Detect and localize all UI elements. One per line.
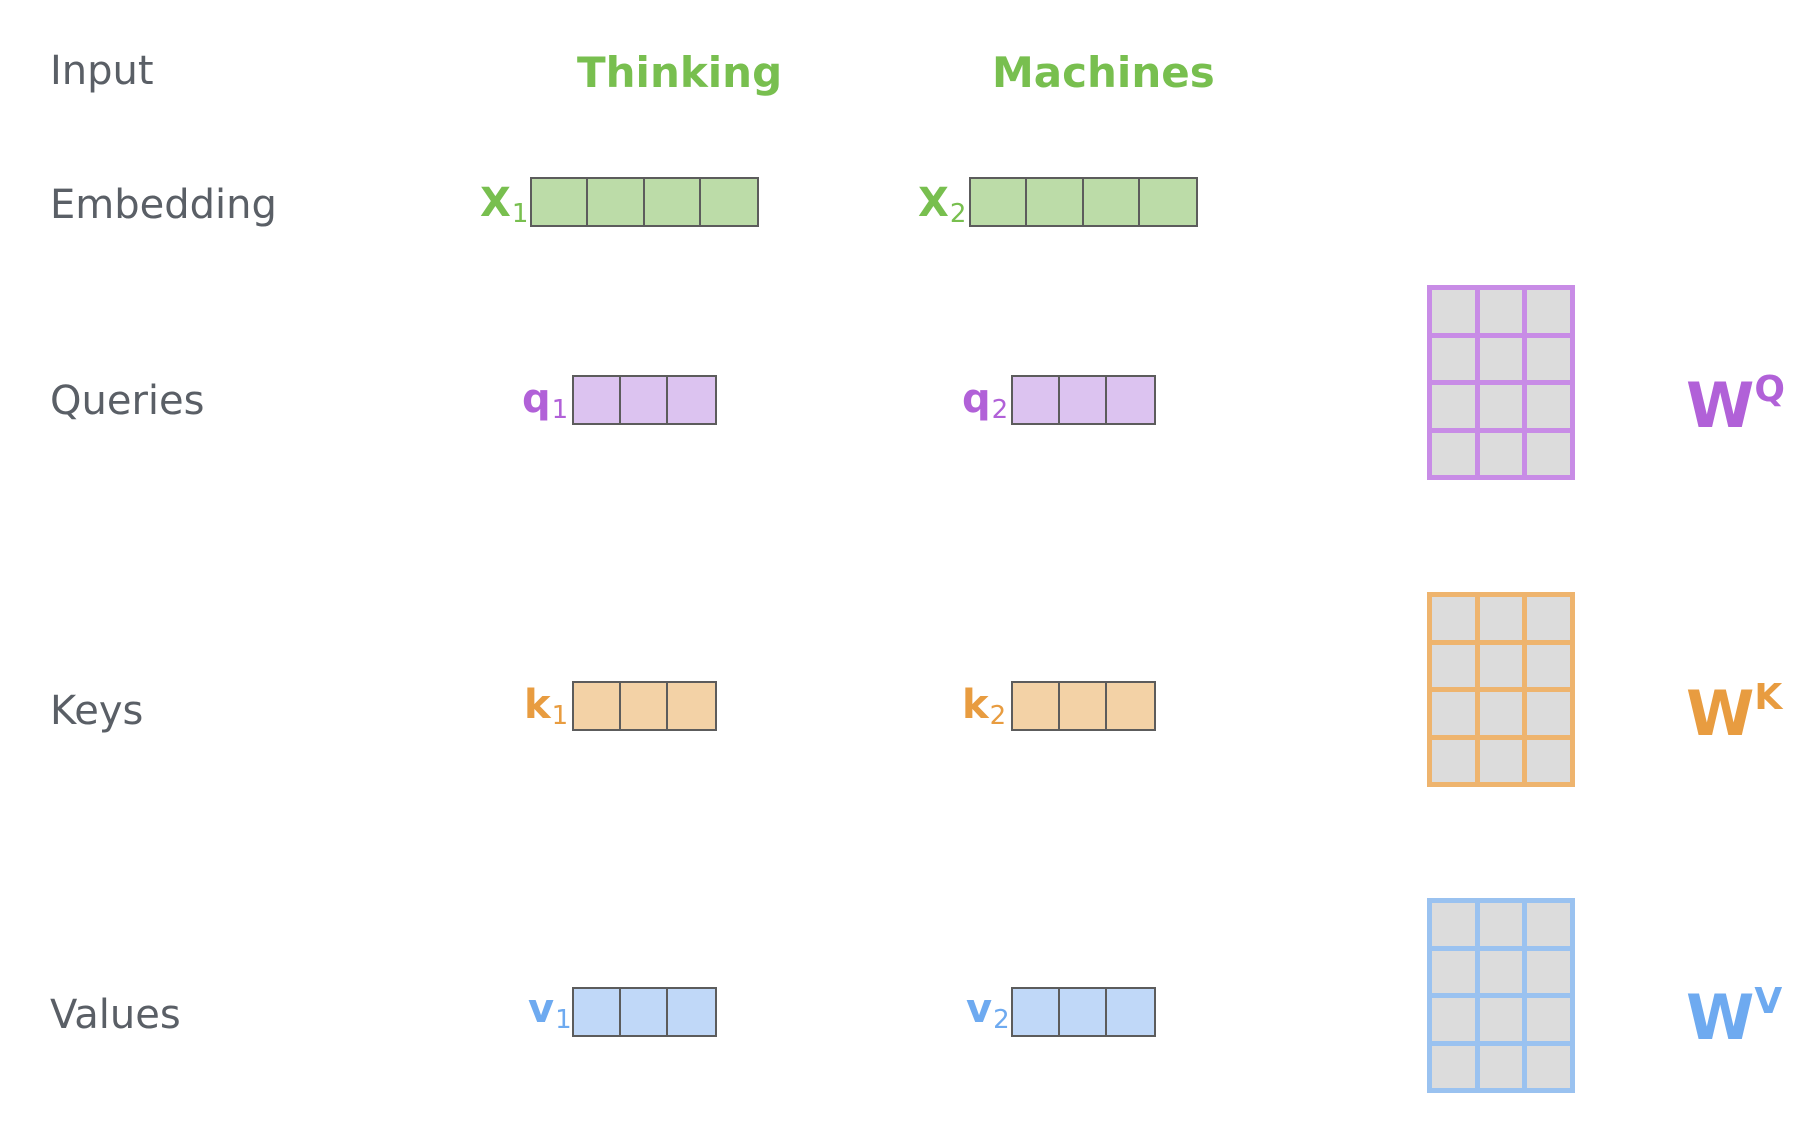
vector-cell bbox=[1107, 377, 1154, 423]
matrix-cell bbox=[1479, 998, 1523, 1041]
matrix-cell bbox=[1527, 739, 1570, 782]
weight-label-value: WV bbox=[1686, 981, 1783, 1054]
key-vector-2 bbox=[1011, 681, 1156, 731]
matrix-cell bbox=[1432, 903, 1475, 946]
weight-matrix-value bbox=[1427, 898, 1575, 1093]
vector-cell bbox=[588, 179, 645, 225]
row-label-embedding: Embedding bbox=[50, 182, 277, 228]
vector-cell bbox=[668, 683, 715, 729]
matrix-cell bbox=[1432, 739, 1475, 782]
matrix-cell bbox=[1479, 290, 1523, 333]
value-label-1: v1 bbox=[528, 986, 572, 1035]
vector-cell bbox=[1060, 683, 1107, 729]
query-vector-2 bbox=[1011, 375, 1156, 425]
vector-cell bbox=[574, 989, 621, 1035]
matrix-cell bbox=[1527, 290, 1570, 333]
matrix-cell bbox=[1479, 337, 1523, 380]
key-vector-1 bbox=[572, 681, 717, 731]
matrix-cell bbox=[1432, 337, 1475, 380]
matrix-cell bbox=[1527, 998, 1570, 1041]
matrix-cell bbox=[1527, 692, 1570, 735]
matrix-cell bbox=[1432, 950, 1475, 993]
matrix-cell bbox=[1432, 290, 1475, 333]
vector-cell bbox=[1027, 179, 1084, 225]
vector-cell bbox=[645, 179, 701, 225]
vector-cell bbox=[1013, 683, 1060, 729]
query-vector-1 bbox=[572, 375, 717, 425]
row-label-queries: Queries bbox=[50, 378, 205, 424]
value-vector-1 bbox=[572, 987, 717, 1037]
vector-cell bbox=[574, 377, 621, 423]
matrix-cell bbox=[1527, 597, 1570, 640]
weight-matrix-query bbox=[1427, 285, 1575, 480]
matrix-cell bbox=[1527, 950, 1570, 993]
matrix-cell bbox=[1527, 644, 1570, 687]
matrix-cell bbox=[1479, 644, 1523, 687]
key-label-1: k1 bbox=[524, 682, 569, 731]
matrix-cell bbox=[1527, 903, 1570, 946]
input-word-2: Machines bbox=[992, 48, 1215, 97]
query-label-1: q1 bbox=[522, 376, 569, 425]
matrix-cell bbox=[1432, 432, 1475, 475]
row-label-input: Input bbox=[50, 48, 154, 94]
row-label-keys: Keys bbox=[50, 688, 144, 734]
key-label-2: k2 bbox=[962, 682, 1007, 731]
query-label-2: q2 bbox=[962, 376, 1009, 425]
matrix-cell bbox=[1432, 692, 1475, 735]
value-vector-2 bbox=[1011, 987, 1156, 1037]
matrix-cell bbox=[1479, 692, 1523, 735]
matrix-cell bbox=[1432, 385, 1475, 428]
matrix-cell bbox=[1432, 998, 1475, 1041]
vector-cell bbox=[532, 179, 589, 225]
matrix-cell bbox=[1479, 1045, 1523, 1088]
matrix-cell bbox=[1479, 385, 1523, 428]
row-label-values: Values bbox=[50, 992, 181, 1038]
matrix-cell bbox=[1527, 385, 1570, 428]
input-word-1: Thinking bbox=[577, 48, 783, 97]
matrix-cell bbox=[1479, 950, 1523, 993]
vector-cell bbox=[1140, 179, 1196, 225]
vector-cell bbox=[1084, 179, 1140, 225]
vector-cell bbox=[1013, 989, 1060, 1035]
weight-label-query: WQ bbox=[1686, 369, 1785, 442]
vector-cell bbox=[1060, 377, 1107, 423]
vector-cell bbox=[668, 989, 715, 1035]
vector-cell bbox=[1107, 683, 1154, 729]
embedding-label-1: X1 bbox=[480, 180, 529, 229]
matrix-cell bbox=[1479, 739, 1523, 782]
matrix-cell bbox=[1479, 597, 1523, 640]
vector-cell bbox=[1013, 377, 1060, 423]
matrix-cell bbox=[1432, 644, 1475, 687]
value-label-2: v2 bbox=[966, 986, 1010, 1035]
embedding-vector-2 bbox=[969, 177, 1198, 227]
vector-cell bbox=[574, 683, 621, 729]
vector-cell bbox=[668, 377, 715, 423]
vector-cell bbox=[621, 683, 668, 729]
matrix-cell bbox=[1432, 597, 1475, 640]
vector-cell bbox=[1107, 989, 1154, 1035]
matrix-cell bbox=[1479, 432, 1523, 475]
vector-cell bbox=[701, 179, 757, 225]
matrix-cell bbox=[1527, 1045, 1570, 1088]
vector-cell bbox=[971, 179, 1028, 225]
vector-cell bbox=[1060, 989, 1107, 1035]
weight-label-key: WK bbox=[1686, 677, 1783, 750]
embedding-label-2: X2 bbox=[918, 180, 967, 229]
weight-matrix-key bbox=[1427, 592, 1575, 787]
matrix-cell bbox=[1527, 337, 1570, 380]
embedding-vector-1 bbox=[530, 177, 759, 227]
vector-cell bbox=[621, 989, 668, 1035]
vector-cell bbox=[621, 377, 668, 423]
matrix-cell bbox=[1479, 903, 1523, 946]
matrix-cell bbox=[1527, 432, 1570, 475]
matrix-cell bbox=[1432, 1045, 1475, 1088]
